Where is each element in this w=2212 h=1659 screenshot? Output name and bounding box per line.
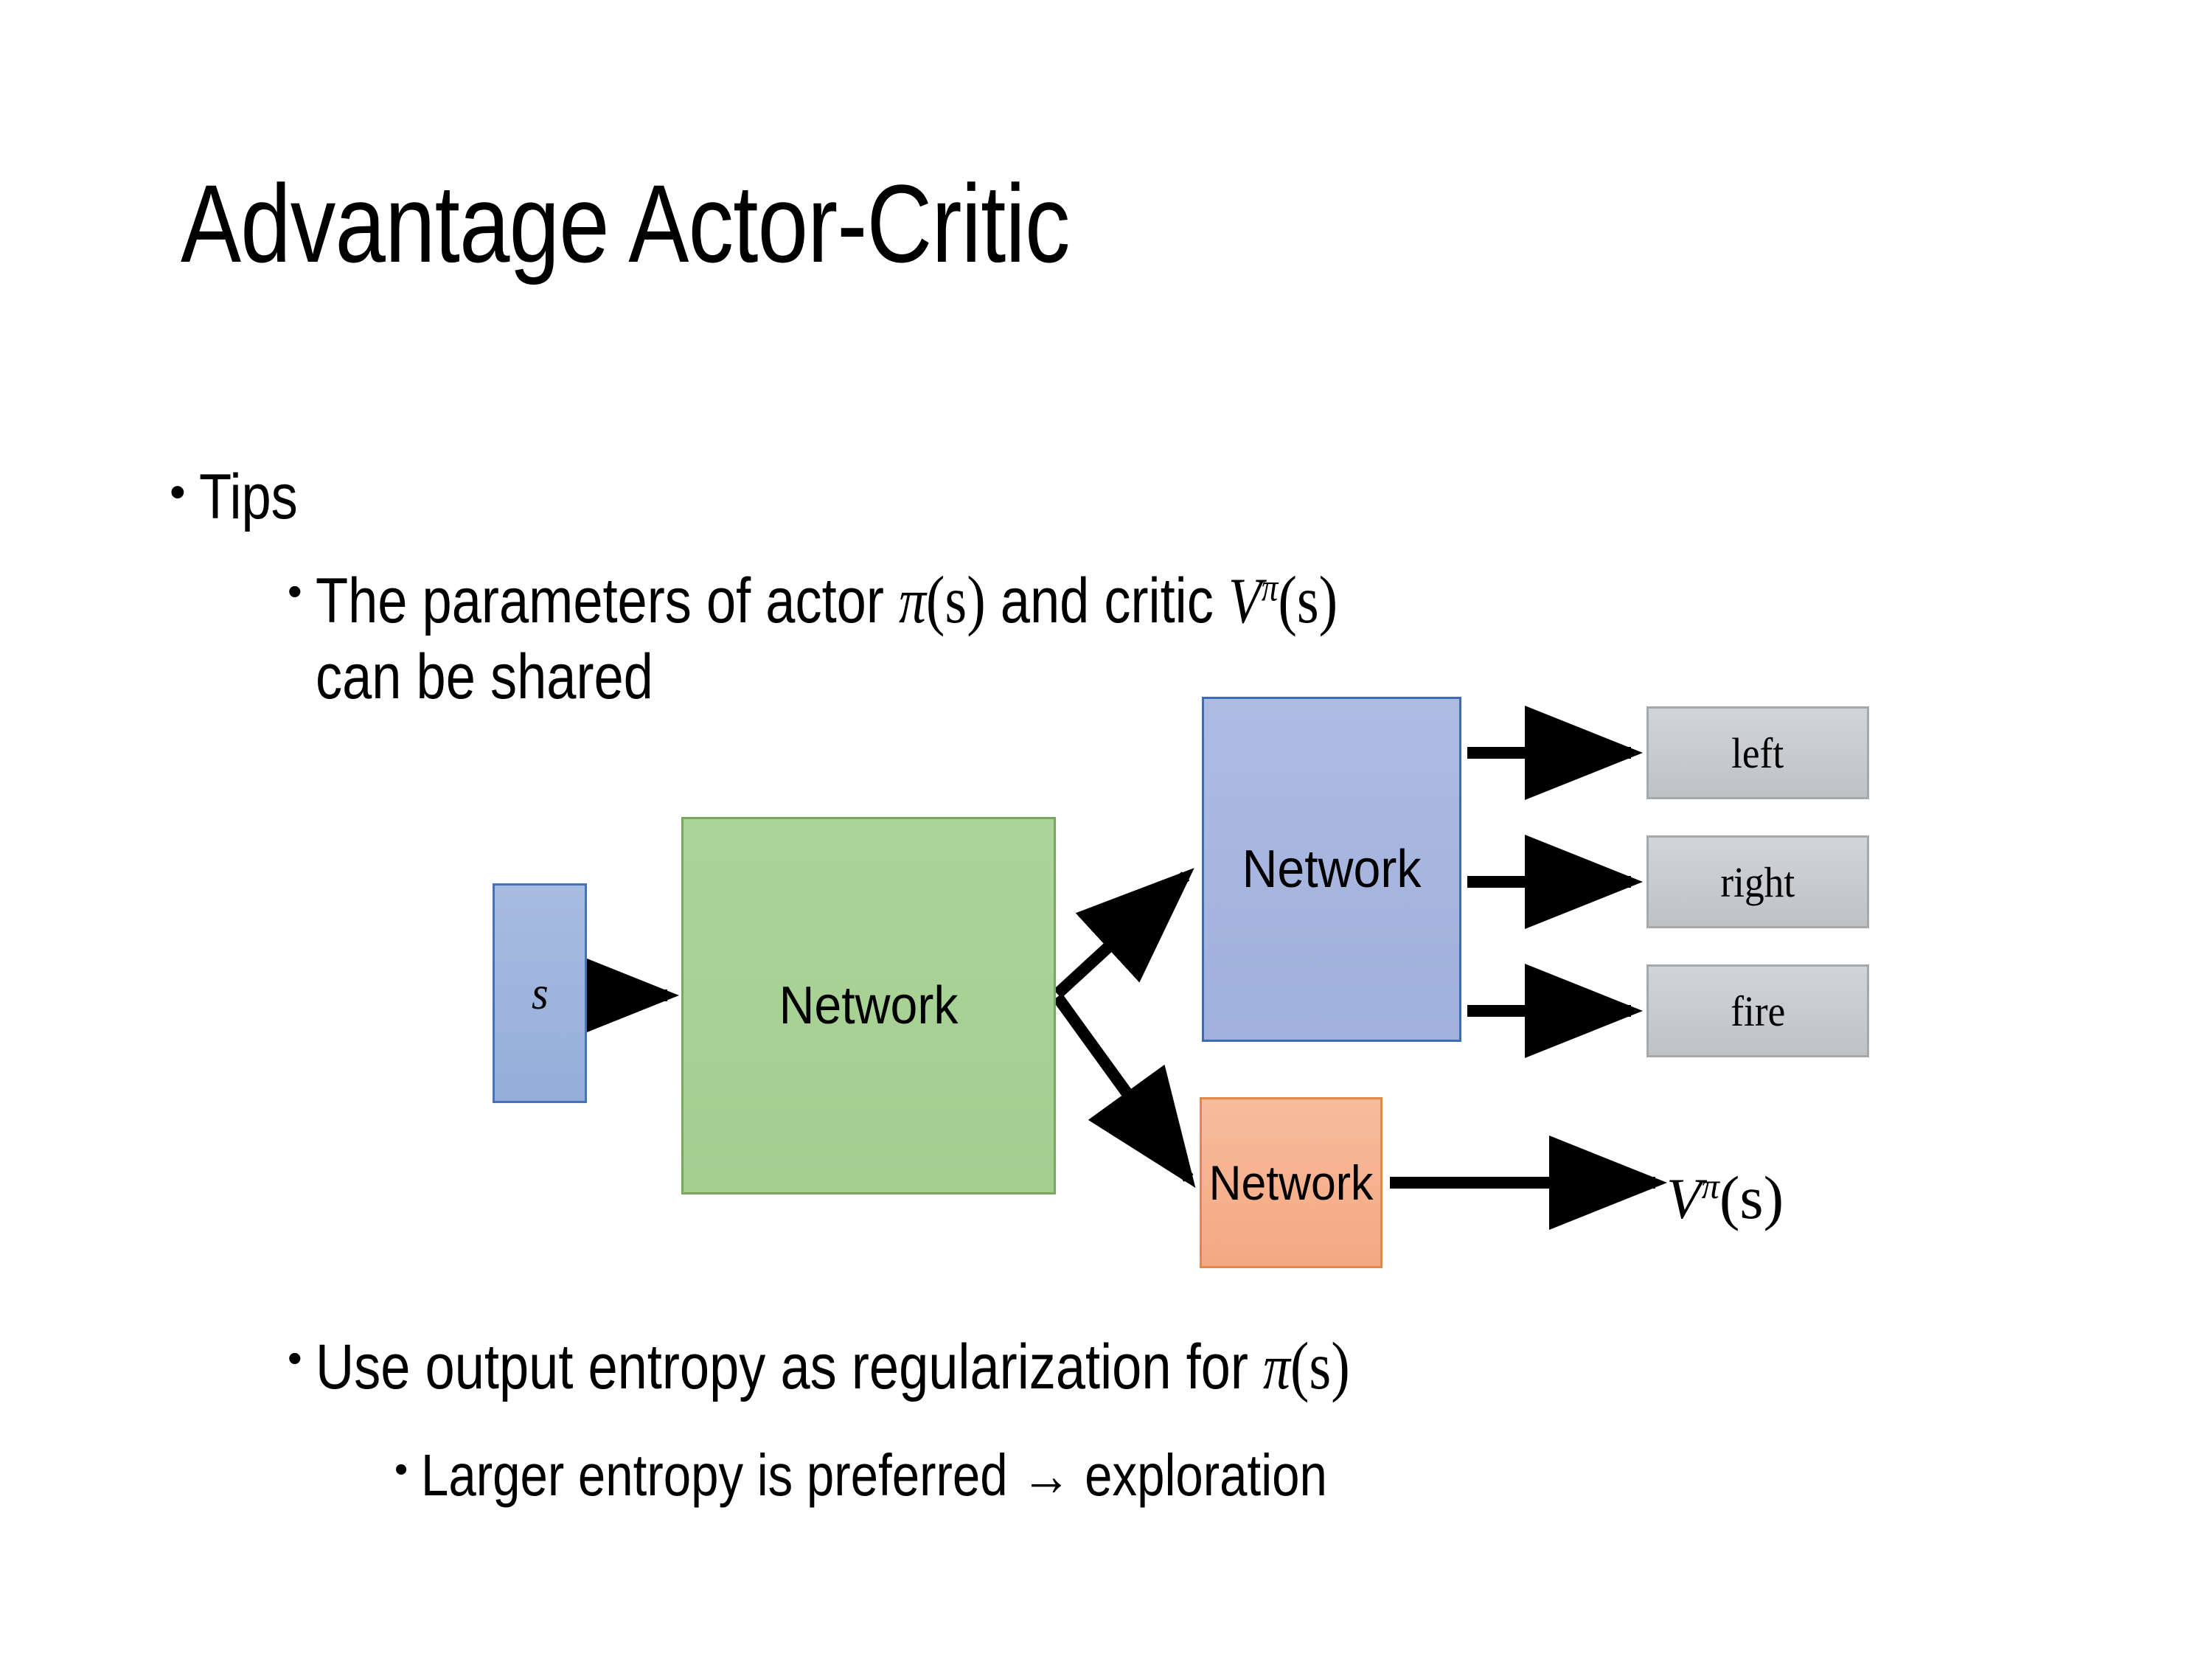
bullet-larger-entropy-label: Larger entropy is preferred → exploratio… [421, 1442, 1328, 1508]
value-output-superscript: π [1701, 1167, 1719, 1206]
node-shared-network-label: Network [779, 976, 959, 1035]
params-text-before: The parameters of actor [315, 566, 899, 636]
bullet-tips: • Tips [170, 461, 316, 534]
node-action-right[interactable]: right [1646, 835, 1869, 928]
bullet-marker-icon: • [288, 568, 302, 614]
node-actor-network-label: Network [1242, 840, 1422, 899]
node-value-output-label: Vπ(s) [1666, 1162, 1784, 1233]
bullet-tips-label: Tips [198, 462, 298, 532]
node-action-left-label: left [1731, 728, 1784, 777]
value-superscript-pi: π [1261, 565, 1278, 610]
bullet-entropy-text: Use output entropy as regularization for… [316, 1327, 1350, 1405]
bullet-entropy-regularization: • Use output entropy as regularization f… [288, 1327, 1546, 1405]
pi-argument: (s) [1290, 1329, 1350, 1403]
bullet-larger-entropy: • Larger entropy is preferred → explorat… [394, 1441, 1500, 1509]
arrow-shared-to-actor-network [1053, 868, 1194, 998]
page-title: Advantage Actor-Critic [181, 161, 1070, 285]
entropy-text-before: Use output entropy as regularization for [315, 1332, 1263, 1402]
node-critic-network[interactable]: Network [1200, 1097, 1382, 1268]
node-action-left[interactable]: left [1646, 706, 1869, 799]
node-critic-network-label: Network [1208, 1155, 1374, 1210]
value-symbol: V [1228, 565, 1262, 636]
bullet-shared-parameters-text: The parameters of actor π(s) and critic … [316, 560, 1585, 714]
bullet-marker-icon: • [288, 1335, 302, 1381]
node-action-right-label: right [1720, 858, 1795, 906]
pi-symbol: π [898, 565, 926, 636]
value-output-symbol: V [1666, 1166, 1702, 1231]
node-state-input[interactable]: s [493, 883, 587, 1103]
bullet-marker-icon: • [394, 1448, 408, 1491]
params-text-middle: and critic [985, 566, 1228, 636]
node-shared-network[interactable]: Network [681, 817, 1056, 1194]
pi-symbol: π [1262, 1331, 1290, 1402]
node-action-fire[interactable]: fire [1646, 964, 1869, 1057]
arrow-shared-to-critic-network [1052, 993, 1196, 1188]
value-argument: (s) [1277, 563, 1338, 637]
bullet-marker-icon: • [170, 467, 186, 518]
params-text-line2: can be shared [315, 641, 653, 712]
pi-argument: (s) [925, 563, 986, 637]
node-action-fire-label: fire [1730, 987, 1786, 1035]
node-state-input-label: s [531, 967, 549, 1019]
node-actor-network[interactable]: Network [1202, 697, 1461, 1042]
bullet-shared-parameters: • The parameters of actor π(s) and criti… [288, 560, 1827, 714]
value-output-argument: (s) [1719, 1164, 1784, 1231]
